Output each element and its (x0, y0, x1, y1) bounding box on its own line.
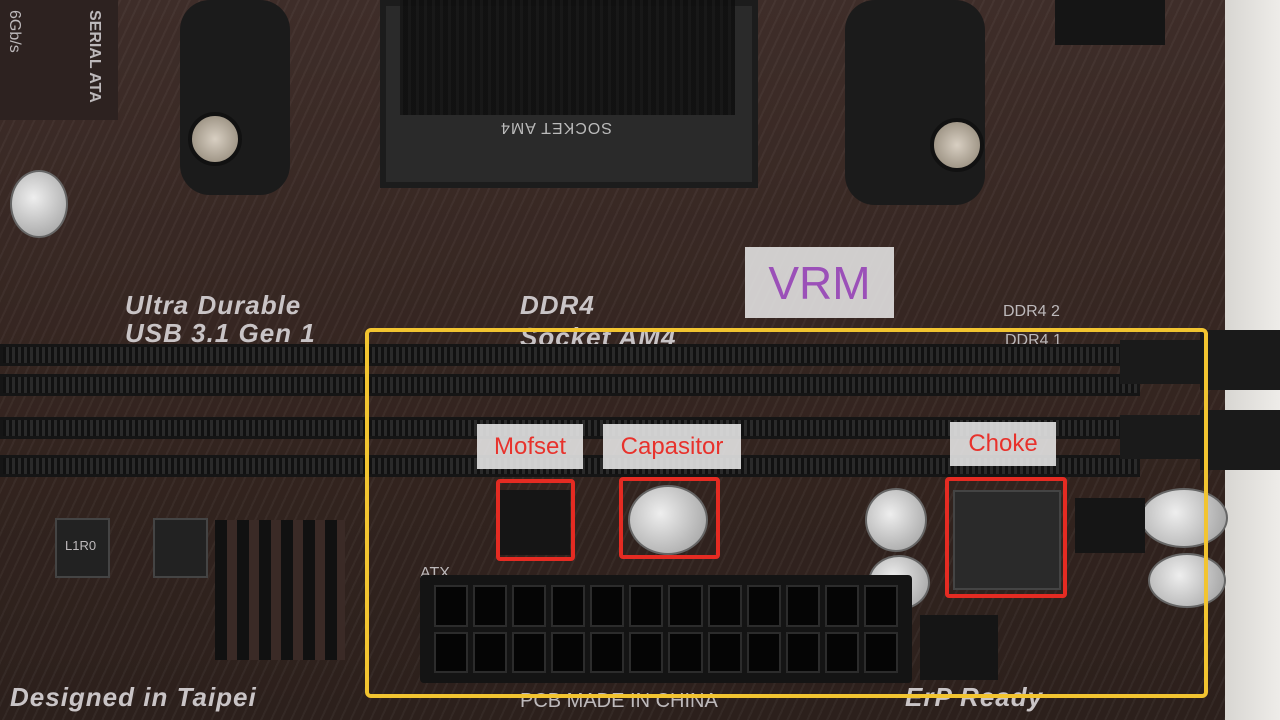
retention-arm-right (845, 0, 985, 205)
chip-top-right (1055, 0, 1165, 45)
ram-clip-1 (1200, 330, 1280, 390)
capacitor-label: Capasitor (603, 424, 741, 469)
capacitor (628, 485, 708, 555)
socket-label: SOCKET AM4 (500, 119, 612, 136)
sata-speed-text: 6Gb/s (6, 10, 23, 53)
designed-in-taipei-text: Designed in Taipei (10, 682, 257, 712)
ddr4-text: DDR4 (520, 290, 595, 320)
retention-arm-left (180, 0, 290, 195)
mosfet-label: Mofset (477, 424, 583, 469)
capacitor-4 (1140, 488, 1228, 548)
mosfet-highlight-box (496, 479, 575, 561)
choke-inductor (953, 490, 1061, 590)
mosfet-3 (1075, 498, 1145, 553)
choke-highlight-box (945, 477, 1067, 598)
capacitor-highlight-box (619, 477, 720, 559)
ddr4-2-text: DDR4 2 (1003, 303, 1060, 320)
choke-label: Choke (950, 422, 1056, 466)
choke-left-1: L1R0 (55, 518, 110, 578)
atx-power-connector (420, 575, 912, 683)
mosfet-chip (500, 490, 570, 555)
smd-components (215, 520, 345, 660)
usb-text: USB 3.1 Gen 1 (125, 318, 316, 348)
vrm-region-frame (365, 328, 1208, 698)
capacitor-5 (1148, 553, 1226, 608)
socket-pin-grid (400, 0, 735, 115)
choke-left-2 (153, 518, 208, 578)
choke-marking: L1R0 (65, 538, 97, 553)
ultra-durable-text: Ultra Durable (125, 290, 302, 320)
sata-logo: SERIAL ATA 6Gb/s (0, 0, 118, 120)
vrm-label: VRM (745, 247, 894, 318)
mosfet-2 (920, 615, 998, 680)
capacitor-left (10, 170, 68, 238)
ram-slot-1b (0, 374, 1140, 396)
ram-latch-1 (1120, 340, 1210, 384)
capacitor-2 (865, 488, 927, 552)
ram-clip-2 (1200, 410, 1280, 470)
sata-text: SERIAL ATA (86, 10, 103, 103)
ram-latch-2 (1120, 415, 1210, 459)
screw-right (930, 118, 984, 172)
screw-left (188, 112, 242, 166)
